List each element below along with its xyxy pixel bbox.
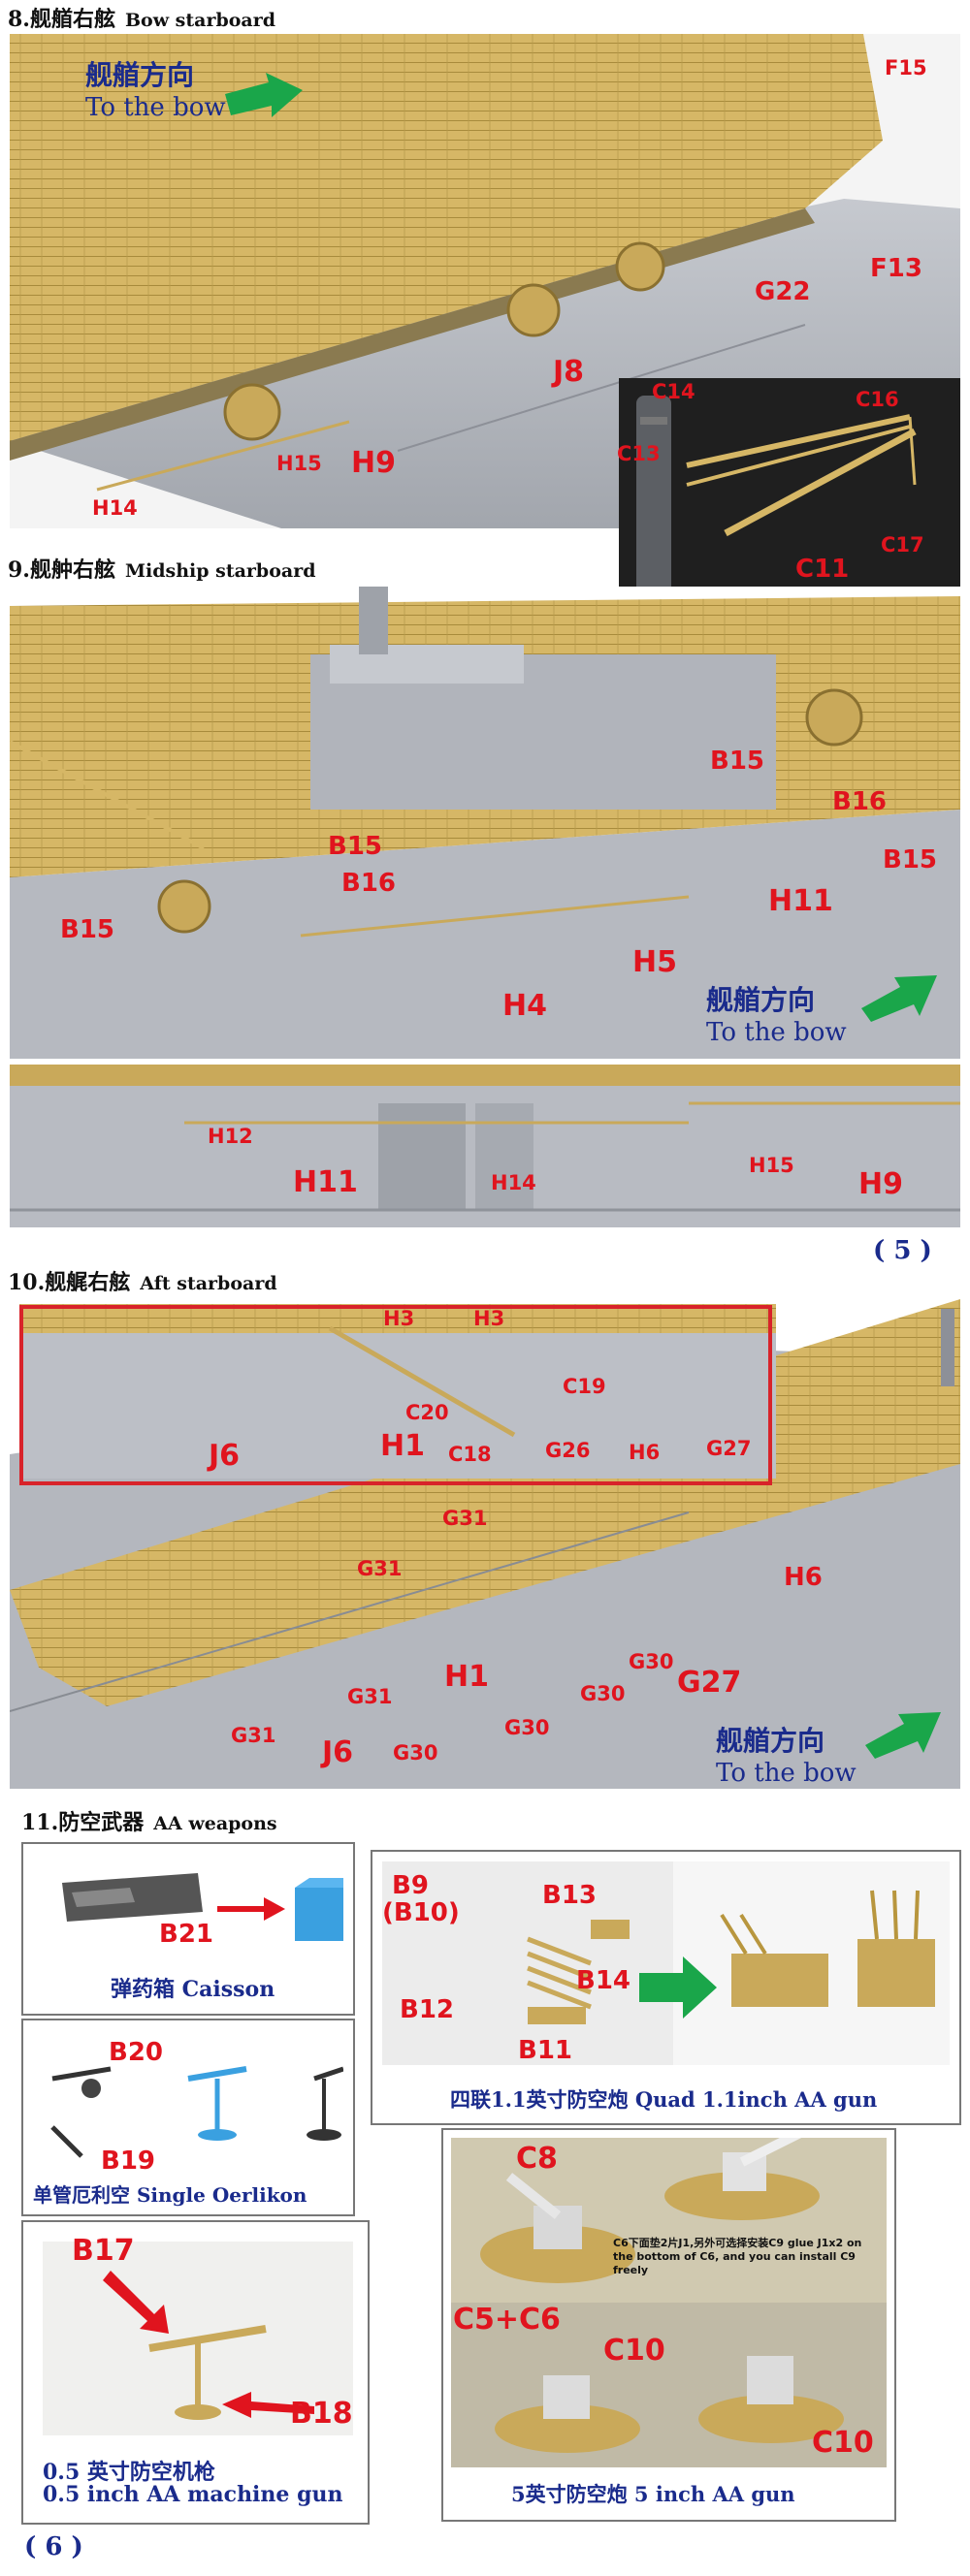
bow-direction-label: 舰艏方向 To the bow [716,1725,857,1788]
part-label-B11: B11 [518,2036,572,2065]
part-label-G31: G31 [231,1724,276,1747]
part-label-H1: H1 [380,1429,425,1463]
part-label-C10: C10 [812,2426,874,2460]
five-inch-note: C6下面垫2片J1,另外可选择安装C9 glue J1x2 on the bot… [613,2237,862,2276]
red-arrow-icon [217,1897,285,1921]
part-label-C13: C13 [617,442,661,465]
part-label-H6: H6 [629,1441,661,1464]
part-label-G22: G22 [755,277,811,306]
page-number-6: ( 6 ) [24,2532,83,2561]
midship-starboard-photo [10,587,960,1059]
part-label-H9: H9 [858,1167,903,1201]
five-inch-aa-panel: C8 C5+C6 C10 C10 C6下面垫2片J1,另外可选择安装C9 glu… [441,2128,896,2522]
part-label-H6: H6 [784,1563,823,1592]
part-label-B20: B20 [109,2038,163,2067]
part-label-H4: H4 [502,989,547,1023]
part-label-G26: G26 [545,1439,591,1462]
machine-gun-panel: B17 B18 0.5 英寸防空机枪 0.5 inch AA machine g… [21,2220,370,2525]
part-label-G30: G30 [629,1650,674,1673]
green-arrow-icon [225,73,303,117]
part-label-G30: G30 [580,1682,626,1705]
part-label-J8: J8 [553,355,585,389]
part-label-H3: H3 [383,1307,415,1330]
part-label-B15: B15 [883,845,937,875]
part-label-B15: B15 [328,832,382,861]
part-label-G31: G31 [347,1685,393,1708]
part-label-B17: B17 [72,2234,135,2268]
part-label-B21: B21 [159,1920,213,1949]
caisson-caption: 弹药箱 Caisson [111,1977,275,2002]
aft-starboard-photo [10,1299,960,1789]
part-label-C14: C14 [652,380,695,403]
part-label-G30: G30 [393,1741,438,1765]
part-label-H5: H5 [632,945,677,979]
part-label-J6: J6 [209,1439,241,1473]
page-number-5: ( 5 ) [873,1236,932,1265]
part-label-G31: G31 [442,1507,488,1530]
part-label-C11: C11 [795,555,850,584]
part-label-H15: H15 [276,452,322,475]
part-label-H11: H11 [293,1165,358,1199]
part-label-B10: (B10) [382,1898,460,1927]
part-label-C18: C18 [448,1443,492,1466]
green-arrow-icon [861,975,937,1022]
part-label-G27: G27 [706,1437,752,1460]
part-label-H11: H11 [768,884,833,918]
part-label-B13: B13 [542,1881,597,1910]
mg-caption-en: 0.5 inch AA machine gun [43,2482,343,2507]
part-label-C8: C8 [516,2142,558,2176]
part-label-H3: H3 [473,1307,505,1330]
five-inch-caption: 5英寸防空炮 5 inch AA gun [511,2482,795,2506]
part-label-B15: B15 [710,747,764,776]
oerlikon-panel: B20 B19 单管厄利空 Single Oerlikon [21,2019,355,2216]
part-label-B14: B14 [576,1966,630,1995]
part-label-H15: H15 [749,1154,794,1177]
mg-caption-zh: 0.5 英寸防空机枪 [43,2460,215,2485]
part-label-B18: B18 [290,2397,353,2431]
part-label-G31: G31 [357,1557,403,1580]
quad-caption: 四联1.1英寸防空炮 Quad 1.1inch AA gun [450,2087,878,2112]
midship-side-strip-photo [10,1065,960,1227]
part-label-H1: H1 [444,1660,489,1694]
part-label-C20: C20 [405,1401,449,1424]
part-label-B19: B19 [101,2147,155,2176]
part-label-G27: G27 [677,1666,742,1700]
part-label-C5-C6: C5+C6 [453,2303,561,2337]
part-label-F15: F15 [885,56,927,80]
oerlikon-caption: 单管厄利空 Single Oerlikon [33,2183,307,2207]
part-label-J6: J6 [322,1735,354,1769]
part-label-F13: F13 [870,254,922,283]
part-label-H9: H9 [351,446,396,480]
part-label-C19: C19 [563,1375,606,1398]
bow-direction-label: 舰艏方向 To the bow [85,59,226,122]
part-label-H12: H12 [208,1125,253,1148]
caisson-panel: B21 弹药箱 Caisson [21,1842,355,2016]
crane-parts-inset [619,378,960,603]
part-label-B9: B9 [392,1871,429,1900]
part-label-B16: B16 [341,869,396,898]
part-label-H14: H14 [92,496,138,520]
part-label-B15: B15 [60,915,114,944]
part-label-C17: C17 [881,533,924,557]
part-label-H14: H14 [491,1171,536,1194]
bow-direction-label: 舰艏方向 To the bow [706,984,847,1047]
part-label-G30: G30 [504,1716,550,1739]
green-arrow-icon [865,1712,941,1759]
part-label-B12: B12 [400,1995,454,2024]
part-label-C10: C10 [603,2334,665,2368]
part-label-B16: B16 [832,787,887,816]
quad-aa-panel: B9 (B10) B13 B12 B14 B11 四联1.1英寸防空炮 Quad… [371,1850,961,2125]
part-label-C16: C16 [856,388,899,411]
aft-detail-highlight-box [19,1305,772,1485]
